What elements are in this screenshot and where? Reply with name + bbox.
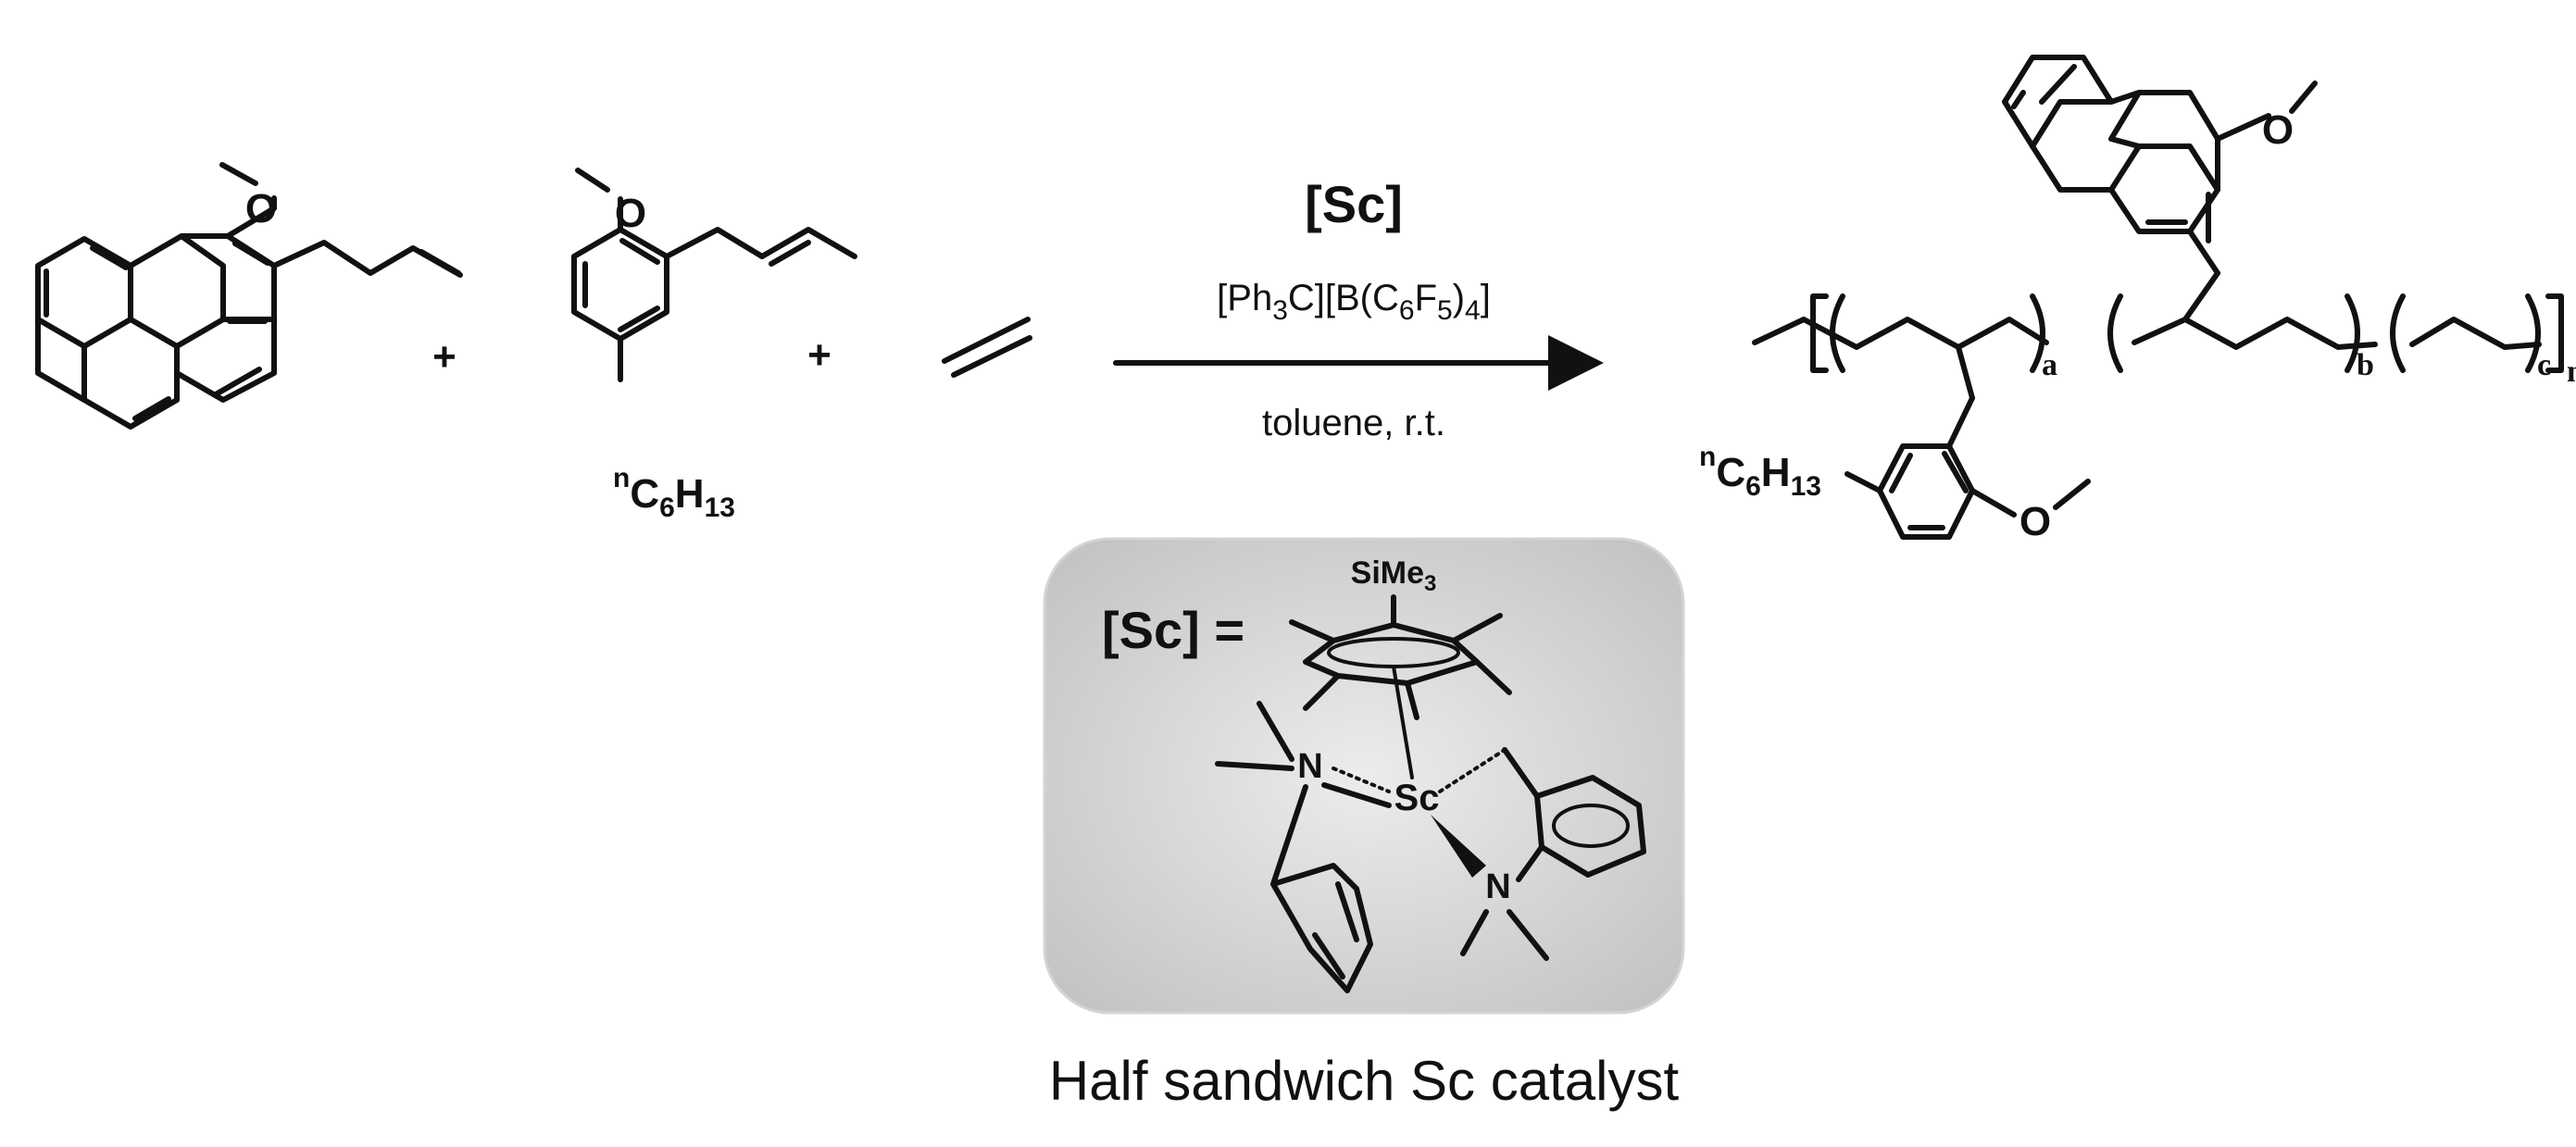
amine-2-label: N [1485,867,1510,906]
reaction-arrow: [Sc] [Ph3C][B(C6F5)4] toluene, r.t. [1113,175,1604,443]
arrow-catalyst-label: [Sc] [1305,175,1403,233]
catalyst-box-label: [Sc] = [1102,601,1244,659]
cocatalyst-label: [Ph3C][B(C6F5)4] [1217,278,1491,326]
catalyst-box: [Sc] = SiMe3 Sc N N [1043,537,1685,1015]
product-hexyl-label: nC6H13 [1699,442,1821,502]
amine-1-label: N [1297,747,1322,786]
silyl-label: SiMe3 [1351,555,1437,596]
scandium-label: Sc [1394,778,1440,818]
reactant-hexyl-label: nC6H13 [613,463,735,523]
product-methoxy-bottom-o: O [2020,499,2051,544]
subscript-n: n [2567,355,2576,389]
anisole-methoxy-o: O [615,191,646,236]
plus-sign-1: + [432,334,456,380]
subscript-b: b [2357,348,2374,382]
catalyst-box-background [1043,537,1685,1015]
ethylene [942,317,1032,378]
subscript-c: c [2537,348,2551,382]
plus-sign-2: + [807,332,832,378]
pyrene-methoxy-o: O [245,186,277,231]
pyrene-monomer: O + [35,162,463,430]
product-copolymer: a b c n O nC6H13 O [1699,55,2576,544]
subscript-a: a [2042,348,2057,382]
anisole-monomer: O nC6H13 + [571,168,857,523]
product-methoxy-top-o: O [2262,107,2294,153]
catalyst-caption: Half sandwich Sc catalyst [1049,1050,1680,1112]
reaction-conditions: toluene, r.t. [1262,403,1445,443]
